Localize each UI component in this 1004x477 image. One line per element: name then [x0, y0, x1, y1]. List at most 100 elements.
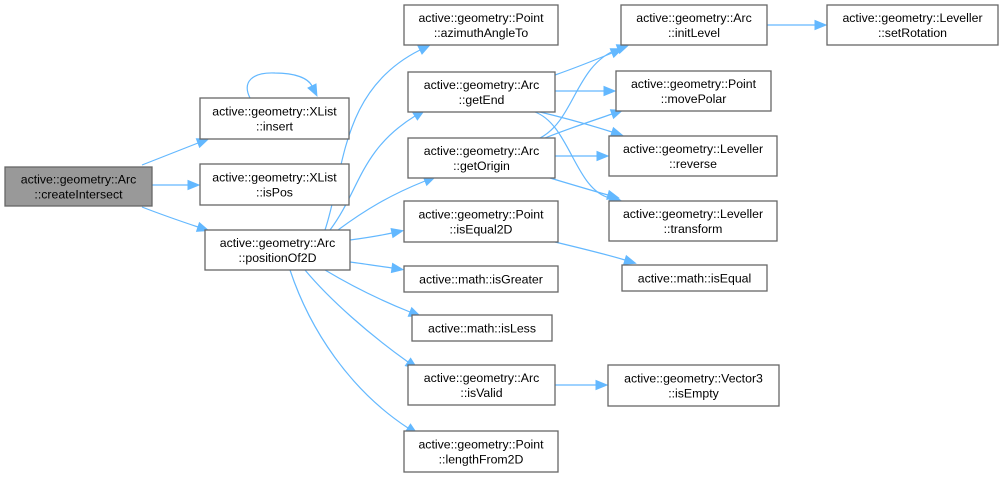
arrowhead-icon [307, 83, 318, 97]
edge-line [324, 49, 421, 231]
edge-line [349, 261, 393, 269]
edge-line [304, 269, 409, 363]
edge-positionOf2D-to-isValid [304, 269, 419, 370]
node-box[interactable] [607, 364, 780, 407]
node-box[interactable] [411, 314, 553, 342]
node-label-namespace: active::geometry::Leveller [623, 142, 763, 156]
node-initLevel[interactable]: active::geometry::Arc::initLevel [620, 4, 768, 46]
edge-initLevel-to-setRotation [767, 19, 828, 31]
node-label-namespace: active::geometry::Point [418, 438, 544, 452]
node-box[interactable] [403, 4, 559, 46]
node-isLess[interactable]: active::math::isLess [411, 314, 553, 342]
arrowhead-icon [595, 379, 609, 391]
node-box[interactable] [403, 265, 559, 293]
node-label-member: ::reverse [669, 157, 717, 171]
node-label-namespace: active::geometry::Point [418, 11, 544, 25]
edge-createIntersect-to-xlist_insert [141, 138, 210, 166]
edge-line [141, 206, 199, 228]
node-createIntersect[interactable]: active::geometry::Arc::createIntersect [4, 166, 153, 207]
node-setRotation[interactable]: active::geometry::Leveller::setRotation [826, 4, 999, 46]
edge-positionOf2D-to-isGreater [349, 261, 405, 274]
node-label-member: ::isEqual2D [450, 223, 513, 237]
node-movePolar[interactable]: active::geometry::Point::movePolar [615, 70, 772, 112]
edge-line [539, 111, 613, 133]
node-isEmpty[interactable]: active::geometry::Vector3::isEmpty [607, 364, 780, 407]
node-label-member: ::getOrigin [453, 159, 510, 173]
edge-line [329, 115, 416, 231]
node-box[interactable] [4, 166, 153, 207]
node-box[interactable] [204, 229, 351, 271]
node-isGreater[interactable]: active::math::isGreater [403, 265, 559, 293]
edges-layer [141, 19, 828, 435]
edge-line [141, 142, 199, 166]
node-transform[interactable]: active::geometry::Leveller::transform [608, 200, 778, 242]
node-label-member: ::transform [664, 222, 723, 236]
node-getEnd[interactable]: active::geometry::Arc::getEnd [407, 71, 556, 113]
node-label-namespace: active::geometry::XList [212, 171, 337, 185]
node-label-namespace: active::geometry::Arc [21, 173, 137, 187]
node-label-namespace: active::geometry::Point [631, 77, 757, 91]
node-getOrigin[interactable]: active::geometry::Arc::getOrigin [407, 137, 556, 179]
node-box[interactable] [608, 200, 778, 242]
node-label: active::math::isEqual [638, 272, 751, 286]
edge-createIntersect-to-xlist_isPos [152, 179, 201, 191]
edge-line [544, 113, 613, 139]
node-label-member: ::positionOf2D [239, 251, 317, 265]
edge-getEnd-to-initLevel [554, 48, 624, 76]
node-box[interactable] [407, 364, 556, 406]
arrowhead-icon [603, 85, 617, 97]
arrowhead-icon [195, 138, 210, 149]
node-box[interactable] [620, 4, 768, 46]
node-xlist_insert[interactable]: active::geometry::XList::insert [199, 97, 350, 140]
node-box[interactable] [199, 97, 350, 140]
edge-line [539, 48, 619, 139]
node-reverse[interactable]: active::geometry::Leveller::reverse [608, 135, 778, 177]
node-box[interactable] [615, 70, 772, 112]
node-xlist_isPos[interactable]: active::geometry::XList::isPos [199, 163, 350, 206]
node-label-member: ::setRotation [878, 26, 947, 40]
edge-isValid-to-isEmpty [555, 379, 609, 391]
edge-getOrigin-to-transform [549, 177, 620, 200]
node-lengthFrom2D[interactable]: active::geometry::Point::lengthFrom2D [403, 430, 559, 473]
node-isEqual[interactable]: active::math::isEqual [621, 264, 768, 292]
edge-xlist_insert-to-xlist_insert [246, 72, 318, 99]
node-label: active::math::isGreater [419, 273, 543, 287]
node-box[interactable] [407, 137, 556, 179]
node-isValid[interactable]: active::geometry::Arc::isValid [407, 364, 556, 406]
node-box[interactable] [199, 163, 350, 206]
node-label-member: ::isPos [256, 186, 293, 200]
node-box[interactable] [621, 264, 768, 292]
node-isEqual2D[interactable]: active::geometry::Point::isEqual2D [403, 200, 559, 243]
edge-getOrigin-to-reverse [555, 150, 610, 162]
node-label-member: ::lengthFrom2D [439, 453, 524, 467]
node-box[interactable] [608, 135, 778, 177]
node-label: active::math::isLess [428, 322, 536, 336]
node-label-namespace: active::geometry::Vector3 [624, 372, 763, 386]
edge-positionOf2D-to-lengthFrom2D [289, 269, 419, 435]
node-label-namespace: active::geometry::XList [212, 105, 337, 119]
arrowhead-icon [814, 19, 828, 31]
node-box[interactable] [403, 200, 559, 243]
arrowhead-icon [609, 126, 624, 137]
edge-createIntersect-to-positionOf2D [141, 206, 210, 232]
edge-line [324, 269, 411, 313]
edge-line [337, 180, 426, 231]
arrowhead-icon [390, 262, 405, 274]
edge-line [289, 269, 409, 429]
node-box[interactable] [826, 4, 999, 46]
edge-getOrigin-to-initLevel [539, 44, 630, 139]
node-label-namespace: active::geometry::Leveller [623, 207, 763, 221]
node-box[interactable] [407, 71, 556, 113]
node-azimuthAngleTo[interactable]: active::geometry::Point::azimuthAngleTo [403, 4, 559, 46]
node-label-namespace: active::geometry::Arc [424, 371, 540, 385]
edge-positionOf2D-to-isEqual2D [349, 227, 405, 241]
node-box[interactable] [403, 430, 559, 473]
arrowhead-icon [390, 227, 405, 239]
edge-positionOf2D-to-isLess [324, 269, 422, 317]
node-label-member: ::getEnd [459, 93, 505, 107]
arrowhead-icon [195, 221, 210, 232]
arrowhead-icon [623, 254, 637, 265]
node-positionOf2D[interactable]: active::geometry::Arc::positionOf2D [204, 229, 351, 271]
edge-line [349, 232, 393, 241]
node-label-member: ::azimuthAngleTo [434, 26, 528, 40]
